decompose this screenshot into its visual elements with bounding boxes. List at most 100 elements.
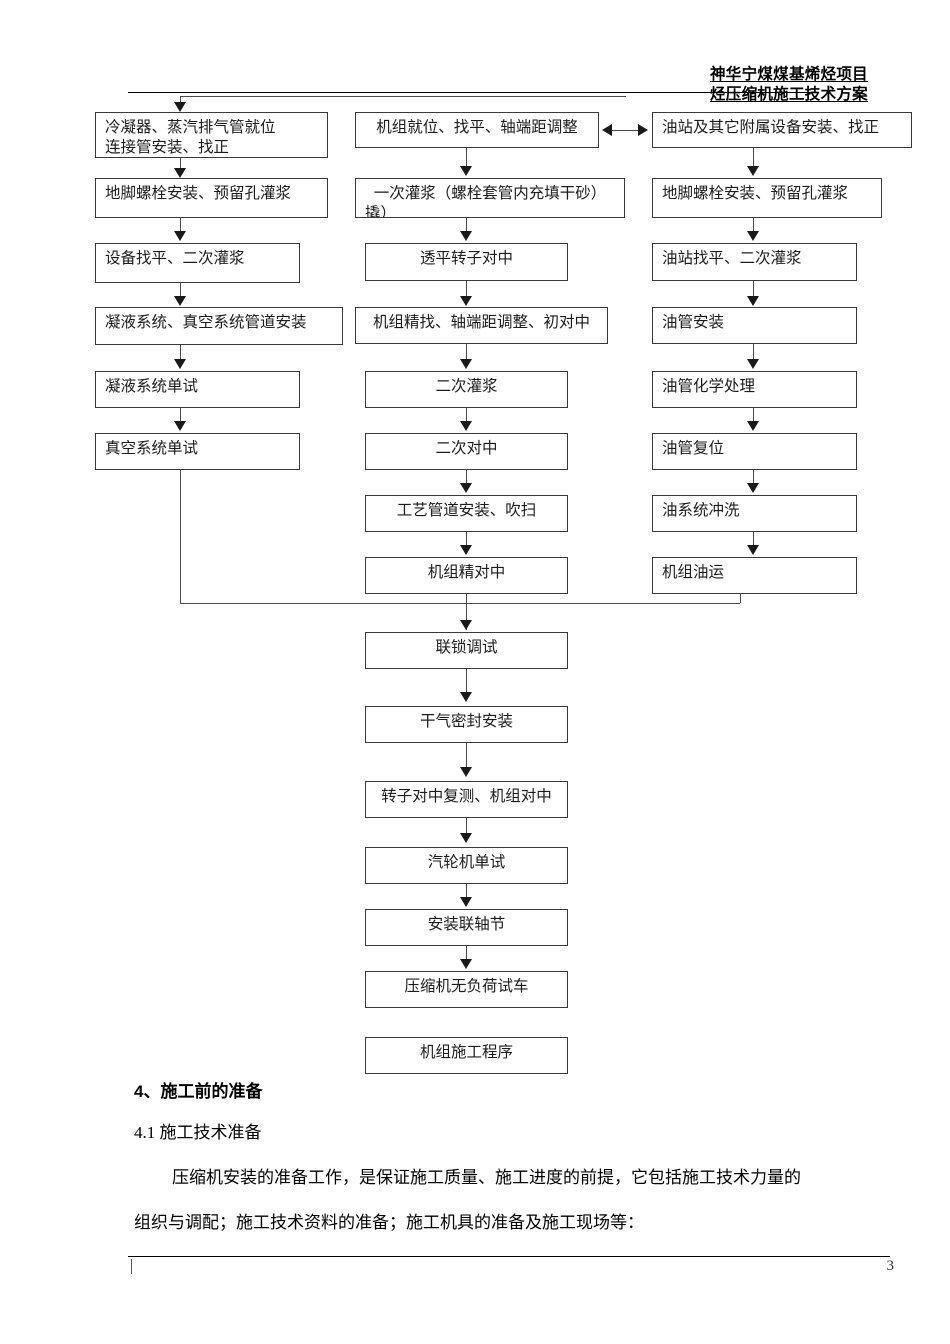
connector-right-merge-drop — [740, 594, 741, 603]
flow-node-right-1[interactable]: 油站及其它附属设备安装、找正 — [652, 112, 912, 148]
flow-node-trunk-6-label: 压缩机无负荷试车 — [404, 978, 529, 995]
flow-node-right-7[interactable]: 油系统冲洗 — [652, 495, 857, 532]
arrow-trunk-4-5 — [460, 897, 472, 907]
connector-right-7-8 — [753, 532, 754, 547]
flow-node-mid-8[interactable]: 机组精对中 — [365, 557, 568, 594]
flow-node-left-1-label-2: 连接管安装、找正 — [105, 139, 230, 157]
flow-node-right-4[interactable]: 油管安装 — [652, 307, 857, 344]
connector-left-5-6 — [180, 408, 181, 423]
connector-trunk-5-6 — [466, 946, 467, 961]
flow-node-mid-6-label: 二次对中 — [435, 440, 498, 457]
arrow-right-2-3 — [747, 231, 759, 241]
flow-node-right-5[interactable]: 油管化学处理 — [652, 371, 857, 408]
arrow-trunk-1-2 — [460, 692, 472, 702]
arrow-mid-5-6 — [460, 421, 472, 431]
flow-node-left-1-label: 冷凝器、蒸汽排气管就位 — [105, 119, 276, 136]
flow-node-mid-7-label: 工艺管道安装、吹扫 — [396, 502, 537, 519]
flow-node-right-2[interactable]: 地脚螺栓安装、预留孔灌浆 — [652, 178, 882, 218]
flow-node-mid-6[interactable]: 二次对中 — [365, 433, 568, 470]
flow-node-left-6[interactable]: 真空系统单试 — [95, 433, 300, 470]
arrow-right1-right — [638, 123, 648, 136]
flow-node-right-6-label: 油管复位 — [662, 440, 725, 457]
top-distribution-line — [180, 96, 626, 97]
arrow-right-7-8 — [747, 545, 759, 555]
flow-node-right-8-label: 机组油运 — [662, 564, 725, 581]
flow-node-left-2[interactable]: 地脚螺栓安装、预留孔灌浆 — [95, 178, 328, 218]
link-mid1-right1 — [608, 130, 643, 131]
flow-node-mid-3-label: 透平转子对中 — [419, 250, 513, 267]
footer-tick-mark — [131, 1259, 132, 1274]
arrow-mid-4-5 — [460, 359, 472, 369]
page-header: 神华宁煤煤基烯烃项目 烃压缩机施工技术方案 — [0, 0, 950, 103]
connector-trunk-1-2 — [466, 669, 467, 694]
arrow-left-2-3 — [174, 231, 186, 241]
flow-node-trunk-2-label: 干气密封安装 — [419, 713, 513, 730]
flow-node-right-7-label: 油系统冲洗 — [662, 502, 740, 519]
flow-node-left-3[interactable]: 设备找平、二次灌浆 — [95, 243, 300, 283]
connector-right-5-6 — [753, 408, 754, 423]
flow-node-right-3[interactable]: 油站找平、二次灌浆 — [652, 243, 857, 281]
connector-mid-6-7 — [466, 470, 467, 485]
section-heading: 4、施工前的准备 — [134, 1082, 263, 1101]
flow-node-trunk-7[interactable]: 机组施工程序 — [365, 1037, 568, 1074]
flow-node-mid-4-label: 机组精找、轴端距调整、初对中 — [372, 314, 590, 331]
flow-node-left-6-label: 真空系统单试 — [105, 440, 199, 457]
flow-node-mid-1-label: 机组就位、找平、轴端距调整 — [376, 119, 578, 136]
arrow-left-1-2 — [174, 168, 186, 178]
arrow-right-6-7 — [747, 483, 759, 493]
header-rule — [128, 92, 818, 93]
flow-node-trunk-1[interactable]: 联锁调试 — [365, 632, 568, 669]
arrow-mid-3-4 — [460, 296, 472, 306]
flow-node-mid-2-label-2: 撬） — [365, 205, 397, 218]
flow-node-trunk-6[interactable]: 压缩机无负荷试车 — [365, 971, 568, 1008]
flow-node-trunk-5[interactable]: 安装联轴节 — [365, 909, 568, 946]
connector-left-3-4 — [180, 283, 181, 298]
flow-node-left-5-label: 凝液系统单试 — [105, 378, 199, 395]
flow-node-mid-2[interactable]: 一次灌浆（螺栓套管内充填干砂） 撬） — [355, 178, 625, 218]
flow-node-trunk-2[interactable]: 干气密封安装 — [365, 706, 568, 743]
flow-node-mid-4[interactable]: 机组精找、轴端距调整、初对中 — [355, 307, 608, 344]
flow-node-right-4-label: 油管安装 — [662, 314, 725, 331]
flow-node-trunk-5-label: 安装联轴节 — [427, 916, 506, 933]
arrow-right-3-4 — [747, 296, 759, 306]
flow-node-left-1[interactable]: 冷凝器、蒸汽排气管就位 连接管安装、找正 — [95, 112, 328, 158]
connector-mid-1-2 — [466, 148, 467, 168]
subsection-heading: 4.1 施工技术准备 — [134, 1123, 262, 1142]
flow-node-trunk-3-label: 转子对中复测、机组对中 — [381, 788, 552, 805]
arrow-right-4-5 — [747, 359, 759, 369]
flow-node-trunk-1-label: 联锁调试 — [435, 639, 498, 656]
connector-left-1-2 — [180, 158, 181, 171]
flow-node-mid-2-label: 一次灌浆（螺栓套管内充填干砂） — [373, 185, 607, 202]
connector-mid-7-8 — [466, 532, 467, 547]
paragraph-line-1: 压缩机安装的准备工作，是保证施工质量、施工进度的前提，它包括施工技术力量的 — [172, 1168, 801, 1187]
connector-right-1-2 — [753, 148, 754, 168]
flow-node-left-4[interactable]: 凝液系统、真空系统管道安装 — [95, 307, 343, 345]
flow-node-mid-1[interactable]: 机组就位、找平、轴端距调整 — [355, 112, 599, 148]
connector-left-merge-drop — [180, 470, 181, 603]
arrow-mid-7-8 — [460, 545, 472, 555]
flow-node-mid-5[interactable]: 二次灌浆 — [365, 371, 568, 408]
flow-node-right-8[interactable]: 机组油运 — [652, 557, 857, 594]
flow-node-left-3-label: 设备找平、二次灌浆 — [105, 250, 245, 267]
arrow-right-1-2 — [747, 166, 759, 176]
arrow-left-3-4 — [174, 296, 186, 306]
arrow-right-5-6 — [747, 421, 759, 431]
flow-node-mid-5-label: 二次灌浆 — [435, 378, 498, 395]
connector-right-2-3 — [753, 218, 754, 233]
flow-node-mid-3[interactable]: 透平转子对中 — [365, 243, 568, 281]
flow-node-mid-7[interactable]: 工艺管道安装、吹扫 — [365, 495, 568, 532]
connector-trunk-2-3 — [466, 743, 467, 769]
connector-mid-2-3 — [466, 218, 467, 233]
connector-trunk-3-4 — [466, 818, 467, 835]
flow-node-trunk-3[interactable]: 转子对中复测、机组对中 — [365, 781, 568, 818]
arrow-left-5-6 — [174, 421, 186, 431]
flow-node-right-6[interactable]: 油管复位 — [652, 433, 857, 470]
header-title-line-2: 烃压缩机施工技术方案 — [709, 86, 868, 103]
arrow-merge-trunk-1 — [460, 620, 472, 630]
flow-node-trunk-4[interactable]: 汽轮机单试 — [365, 847, 568, 884]
paragraph-line-2: 组织与调配；施工技术资料的准备；施工机具的准备及施工现场等： — [134, 1213, 644, 1232]
flow-node-left-5[interactable]: 凝液系统单试 — [95, 371, 300, 408]
arrow-mid-1-2 — [460, 166, 472, 176]
footer-rule — [128, 1256, 890, 1257]
connector-mid-4-5 — [466, 344, 467, 361]
